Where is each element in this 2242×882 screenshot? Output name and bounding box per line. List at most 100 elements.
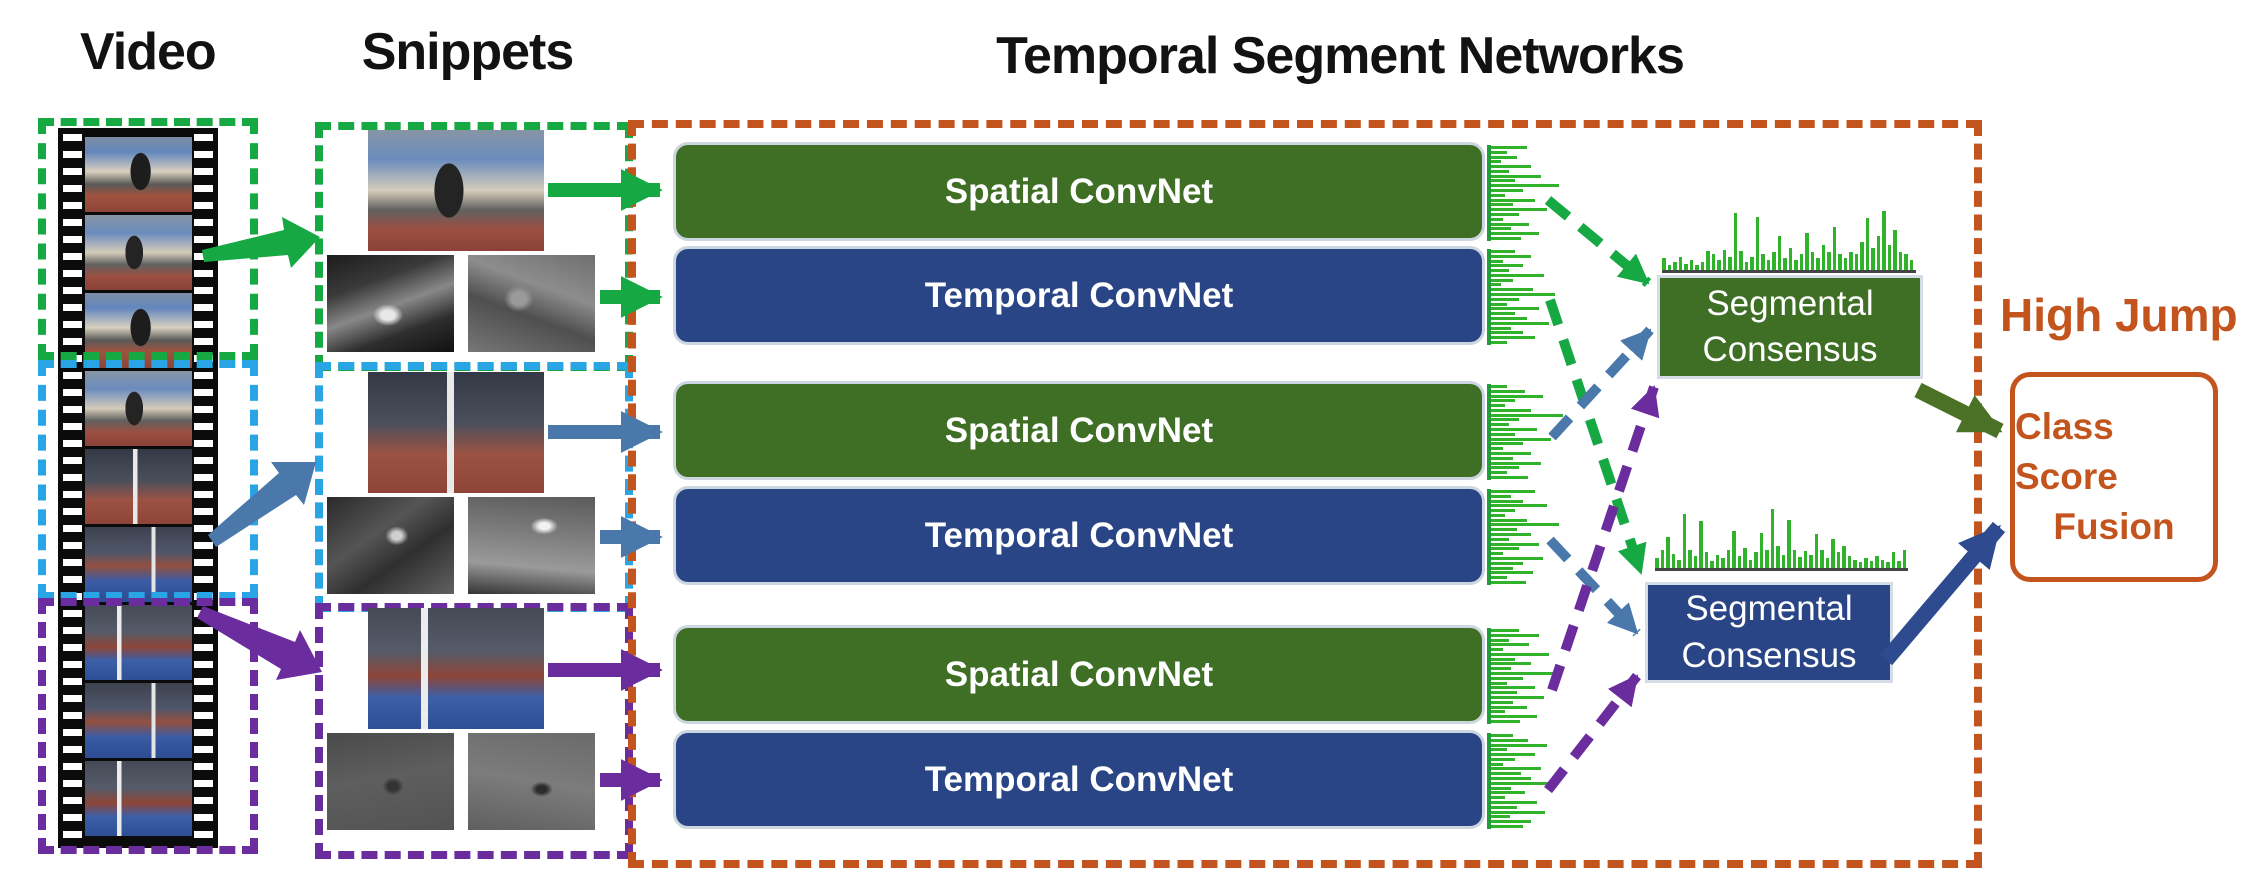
score-bar xyxy=(1491,681,1507,685)
score-bar xyxy=(1491,451,1531,455)
score-bar xyxy=(1737,556,1741,568)
score-bar xyxy=(1491,528,1517,532)
score-bar xyxy=(1491,203,1514,207)
score-bar xyxy=(1491,475,1528,479)
score-bar xyxy=(1728,256,1732,270)
score-bar xyxy=(1491,217,1503,221)
snippet-3-flow-y xyxy=(468,733,595,830)
snippet-1-flow-x xyxy=(327,255,454,352)
score-bar xyxy=(1909,260,1913,270)
score-bar xyxy=(1491,556,1543,560)
score-bar xyxy=(1491,160,1501,164)
spatial-convnet-3: Spatial ConvNet xyxy=(676,628,1482,721)
score-bar xyxy=(1491,283,1501,287)
spatial-convnet-1-label: Spatial ConvNet xyxy=(944,171,1214,211)
snippet-3-flow-x xyxy=(327,733,454,830)
score-bar xyxy=(1491,504,1547,508)
score-bar xyxy=(1491,198,1535,202)
score-bar xyxy=(1491,633,1539,637)
video-frame-7 xyxy=(85,605,192,680)
score-bar xyxy=(1810,252,1814,270)
score-bar xyxy=(1491,222,1530,226)
temporal-convnet-2: Temporal ConvNet xyxy=(676,489,1482,582)
score-bar xyxy=(1491,179,1515,183)
score-bar xyxy=(1491,447,1503,451)
score-bar xyxy=(1825,558,1829,568)
score-bar xyxy=(1491,466,1519,470)
score-bar xyxy=(1754,552,1758,568)
score-bar xyxy=(1744,261,1748,270)
score-bar xyxy=(1684,264,1688,270)
score-bar xyxy=(1717,260,1721,270)
score-bar xyxy=(1491,399,1515,403)
predicted-class-label: High Jump xyxy=(2000,289,2238,341)
snippet-2-flow-x xyxy=(327,497,454,594)
score-bar xyxy=(1715,554,1719,568)
score-bar xyxy=(1732,530,1736,568)
score-bar xyxy=(1491,781,1555,785)
video-frame-1 xyxy=(85,137,192,212)
score-histogram-temporal-3 xyxy=(1487,733,1571,829)
score-bar xyxy=(1491,428,1538,432)
temporal-convnet-2-label: Temporal ConvNet xyxy=(924,515,1234,555)
tsn-title: Temporal Segment Networks xyxy=(996,27,1685,85)
score-bar xyxy=(1491,293,1555,297)
score-bar xyxy=(1491,250,1515,253)
score-bar xyxy=(1491,269,1509,273)
score-bar xyxy=(1491,471,1507,475)
score-histogram-spatial-3 xyxy=(1487,628,1571,724)
score-bar xyxy=(1491,810,1546,814)
score-bar xyxy=(1491,715,1538,719)
score-bar xyxy=(1491,288,1533,292)
score-bar xyxy=(1809,554,1813,568)
score-bar xyxy=(1491,686,1535,690)
segmental-consensus-temporal: Segmental Consensus xyxy=(1648,585,1890,680)
score-bar xyxy=(1491,748,1507,752)
score-bar xyxy=(1688,550,1692,568)
score-bar xyxy=(1799,254,1803,270)
video-frame-2 xyxy=(85,215,192,290)
score-bar xyxy=(1876,236,1880,270)
score-bar xyxy=(1816,258,1820,270)
score-bar xyxy=(1783,258,1787,270)
score-bar xyxy=(1491,513,1506,517)
score-bar xyxy=(1831,539,1835,568)
score-bar xyxy=(1832,226,1836,270)
score-bar xyxy=(1491,777,1531,781)
score-bar xyxy=(1693,556,1697,568)
score-bar xyxy=(1491,321,1549,325)
score-bar xyxy=(1491,404,1506,408)
score-bar xyxy=(1666,536,1670,568)
score-bar xyxy=(1491,762,1503,766)
score-bar xyxy=(1750,256,1754,270)
score-bar xyxy=(1491,302,1507,306)
score-bar xyxy=(1491,461,1541,465)
video-frame-4 xyxy=(85,371,192,446)
snippet-1-flow-y xyxy=(468,255,595,352)
score-bar xyxy=(1777,236,1781,270)
score-bar xyxy=(1491,662,1531,666)
score-bar xyxy=(1887,244,1891,270)
score-bar xyxy=(1849,252,1853,270)
score-bar xyxy=(1491,552,1503,556)
video-frame-9 xyxy=(85,761,192,836)
score-bar xyxy=(1710,560,1714,568)
tsn-container-box xyxy=(628,120,1982,868)
score-bar xyxy=(1491,753,1535,757)
score-bar xyxy=(1803,551,1807,568)
score-bar xyxy=(1491,767,1541,771)
score-bar xyxy=(1491,169,1509,173)
score-bar xyxy=(1726,550,1730,568)
score-bar xyxy=(1794,260,1798,270)
score-bar xyxy=(1491,672,1562,676)
consensus-histogram-temporal xyxy=(1655,508,1908,571)
temporal-convnet-1: Temporal ConvNet xyxy=(676,249,1482,342)
score-bar xyxy=(1491,676,1523,680)
score-bar xyxy=(1491,629,1519,632)
score-bar xyxy=(1898,252,1902,270)
class-score-fusion-label-2: Fusion xyxy=(2053,505,2175,547)
score-bar xyxy=(1677,559,1681,568)
score-bar xyxy=(1491,184,1559,188)
score-histogram-temporal-2 xyxy=(1487,489,1571,585)
video-frames xyxy=(85,137,192,839)
